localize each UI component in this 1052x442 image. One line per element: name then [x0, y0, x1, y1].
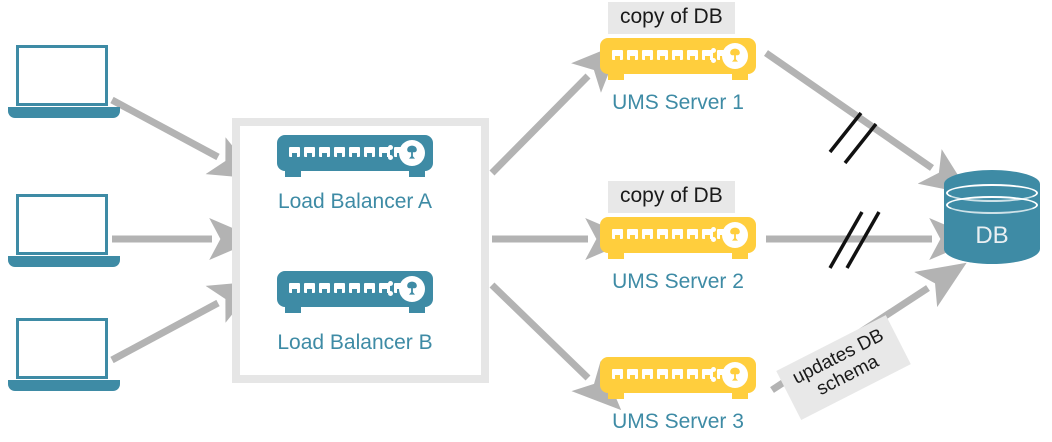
load-balancer-b-label: Load Balancer B — [277, 331, 433, 354]
appliance-foot — [409, 304, 425, 313]
laptop-base-icon — [8, 107, 120, 118]
ums-server-1-icon[interactable] — [600, 38, 756, 84]
laptop-screen-icon — [16, 45, 108, 106]
ums-server-1-label: UMS Server 1 — [612, 91, 744, 114]
database-cylinder-icon[interactable]: DB — [944, 170, 1040, 276]
appliance-foot — [608, 390, 624, 399]
ums-server-2-icon[interactable] — [600, 217, 756, 263]
appliance-leds-icon — [711, 48, 716, 68]
edge-ums2-to-db — [766, 211, 979, 269]
load-balancer-a-icon[interactable] — [277, 135, 433, 181]
appliance-leds-icon — [711, 227, 716, 247]
database-label: DB — [975, 222, 1009, 249]
ums-server-3-label: UMS Server 3 — [612, 410, 744, 433]
laptop-base-icon — [8, 256, 120, 267]
appliance-logo-icon — [399, 140, 425, 166]
ums-server-2-label: UMS Server 2 — [612, 270, 744, 293]
appliance-foot — [608, 71, 624, 80]
appliance-body — [600, 38, 756, 74]
appliance-leds-icon — [711, 367, 716, 387]
appliance-leds-icon — [388, 281, 393, 301]
client-laptop-3[interactable] — [8, 318, 120, 400]
load-balancer-b-icon[interactable] — [277, 271, 433, 317]
edge-lb-to-ums1 — [489, 43, 621, 176]
appliance-foot — [732, 390, 748, 399]
laptop-screen-icon — [16, 194, 108, 255]
appliance-foot — [285, 304, 301, 313]
ums-server-2-copy-of-db-tag: copy of DB — [608, 181, 735, 213]
client-laptop-1[interactable] — [8, 45, 120, 127]
client-laptop-2[interactable] — [8, 194, 120, 276]
appliance-foot — [409, 168, 425, 177]
ums-server-3-icon[interactable] — [600, 357, 756, 403]
laptop-screen-icon — [16, 318, 108, 379]
edge-ums1-to-db — [764, 50, 970, 195]
appliance-logo-icon — [722, 222, 748, 248]
appliance-body — [600, 357, 756, 393]
edge-client3-to-lb — [110, 281, 259, 364]
appliance-body — [277, 135, 433, 171]
appliance-ports-icon — [612, 50, 728, 60]
load-balancer-a-label: Load Balancer A — [277, 190, 433, 213]
cylinder-ring — [946, 196, 1038, 214]
appliance-foot — [732, 71, 748, 80]
appliance-logo-icon — [722, 362, 748, 388]
appliance-foot — [285, 168, 301, 177]
appliance-foot — [608, 250, 624, 259]
ums-server-1-copy-of-db-tag: copy of DB — [608, 2, 735, 34]
laptop-base-icon — [8, 380, 120, 391]
appliance-foot — [732, 250, 748, 259]
edge-client1-to-lb — [110, 96, 259, 179]
appliance-logo-icon — [722, 43, 748, 69]
appliance-body — [277, 271, 433, 307]
appliance-body — [600, 217, 756, 253]
edge-lb-to-ums3 — [489, 282, 622, 411]
appliance-leds-icon — [388, 145, 393, 165]
appliance-logo-icon — [399, 276, 425, 302]
